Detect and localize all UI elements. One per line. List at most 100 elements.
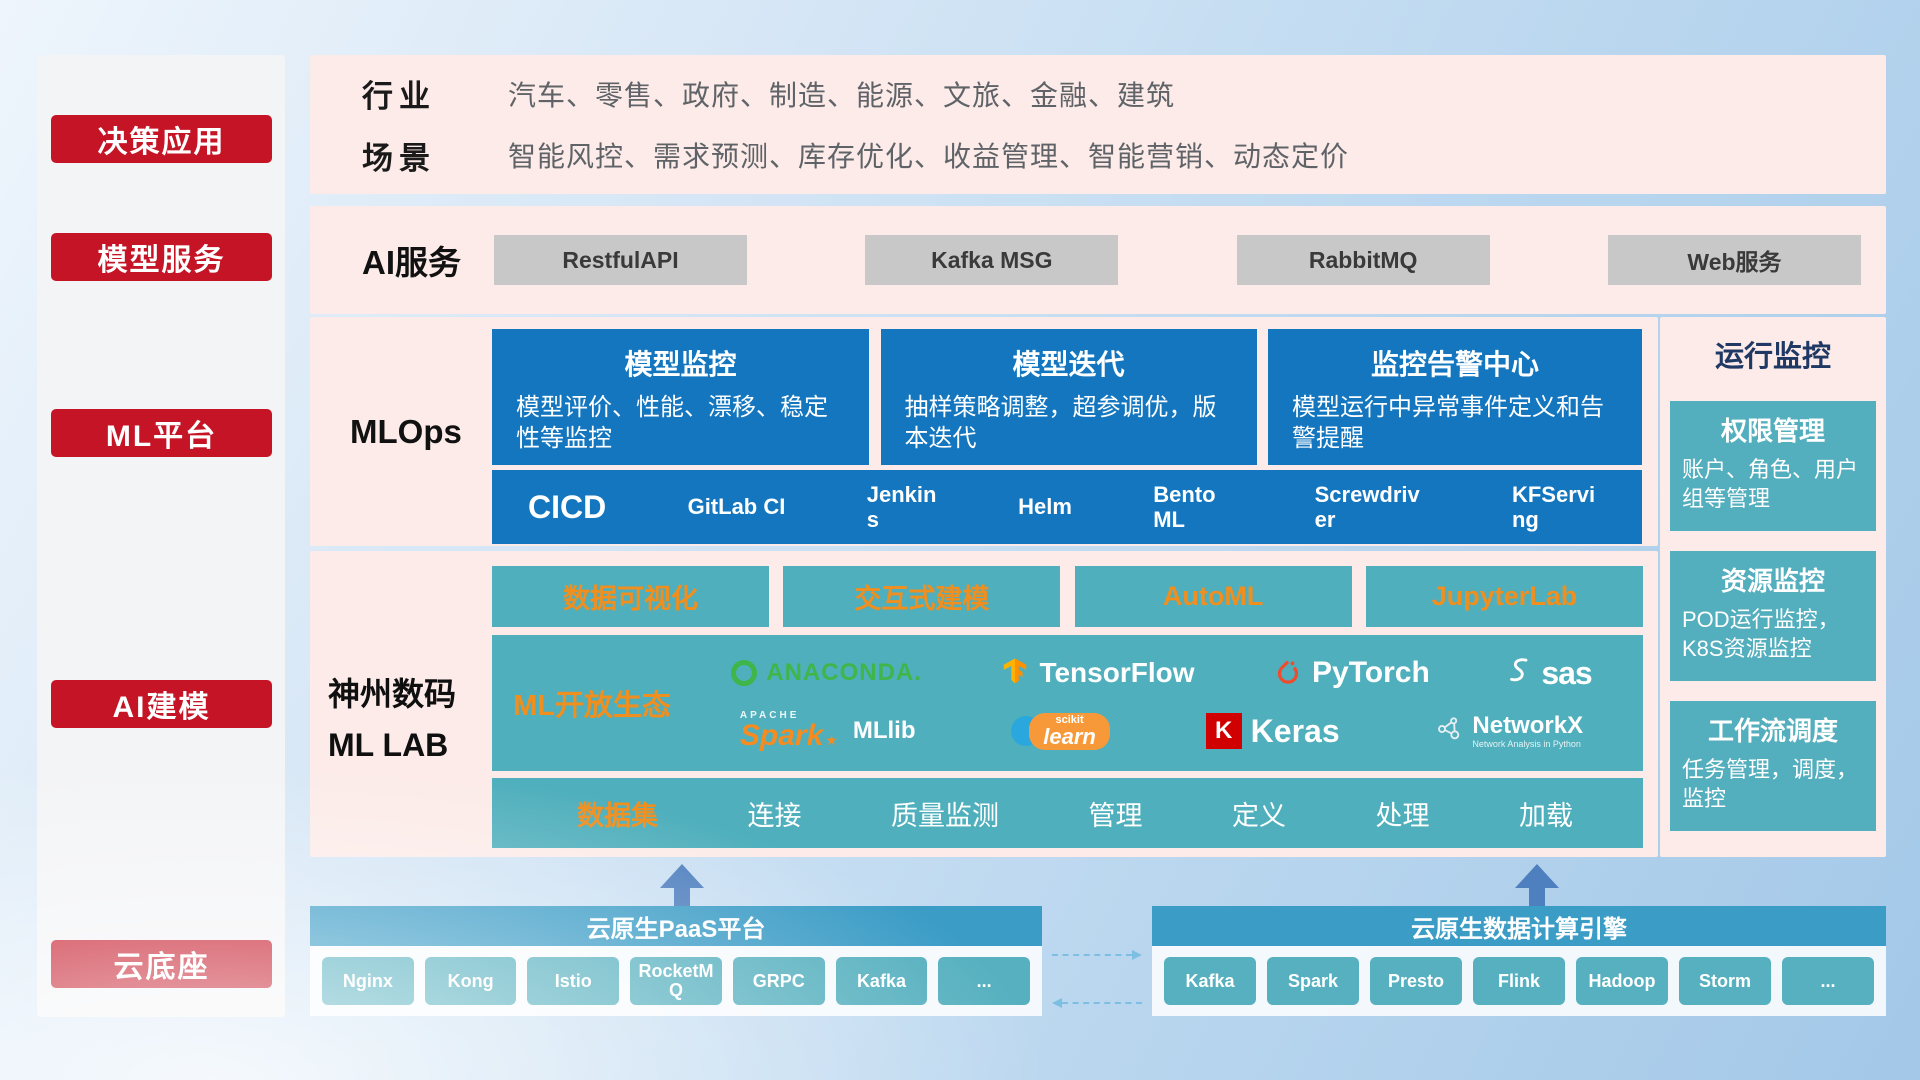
scikit-learn-logo: scikit learn	[1011, 712, 1110, 750]
card-resource-monitor: 资源监控 POD运行监控，K8S资源监控	[1670, 551, 1876, 681]
cicd-tool-gitlab-ci: GitLab CI	[687, 494, 786, 520]
spark-wordmark: APACHE Spark	[740, 711, 838, 751]
sidebar-item-ml-platform: ML平台	[51, 409, 272, 457]
paas-more: ...	[938, 957, 1031, 1005]
card-model-monitoring: 模型监控 模型评价、性能、漂移、稳定性等监控	[492, 329, 869, 465]
mlops-panel: MLOps 模型监控 模型评价、性能、漂移、稳定性等监控 模型迭代 抽样策略调整…	[310, 317, 1658, 546]
spark-mllib-logo: APACHE Spark MLlib	[740, 711, 916, 751]
cicd-bar: CICD GitLab CI Jenkins Helm BentoML Scre…	[492, 470, 1642, 544]
anaconda-icon	[731, 660, 758, 687]
keras-logo: K Keras	[1205, 712, 1340, 750]
card-title: 监控告警中心	[1370, 349, 1539, 380]
mlops-cards: 模型监控 模型评价、性能、漂移、稳定性等监控 模型迭代 抽样策略调整，超参调优，…	[492, 329, 1642, 465]
industry-row: 行业 汽车、零售、政府、制造、能源、文旅、金融、建筑	[310, 71, 1886, 116]
scene-list: 智能风控、需求预测、库存优化、收益管理、智能营销、动态定价	[508, 141, 1350, 173]
card-title: 权限管理	[1720, 416, 1825, 446]
networkx-logo: NetworkX Network Analysis in Python	[1435, 712, 1584, 749]
service-restfulapi: RestfulAPI	[494, 235, 747, 285]
ai-service-panel: AI服务 RestfulAPI Kafka MSG RabbitMQ Web服务	[310, 206, 1886, 314]
card-title: 资源监控	[1720, 566, 1825, 596]
ml-open-ecosystem-label: ML开放生态	[513, 690, 671, 722]
sidebar-item-cloud-base: 云底座	[51, 940, 272, 988]
paas-grpc: GRPC	[732, 957, 825, 1005]
service-web: Web服务	[1607, 235, 1861, 285]
engine-hadoop: Hadoop	[1576, 957, 1668, 1005]
cicd-tool-jenkins: Jenkins	[866, 481, 937, 532]
dashed-arrow-left	[1052, 998, 1142, 1008]
service-rabbitmq: RabbitMQ	[1236, 235, 1490, 285]
dataset-step-manage: 管理	[1088, 800, 1143, 831]
sidebar-item-decision-app: 决策应用	[51, 115, 272, 163]
card-desc: 模型评价、性能、漂移、稳定性等监控	[516, 394, 828, 453]
cloud-paas-title: 云原生PaaS平台	[310, 906, 1042, 946]
up-arrow-left	[660, 864, 704, 906]
engine-kafka: Kafka	[1164, 957, 1256, 1005]
paas-kong: Kong	[424, 957, 517, 1005]
dataset-pipeline-bar: 数据集 连接 质量监测 管理 定义 处理 加载	[492, 778, 1643, 848]
apache-tag: APACHE	[739, 710, 800, 722]
ml-lab-panel: 神州数码 ML LAB 数据可视化 交互式建模 AutoML JupyterLa…	[310, 551, 1658, 857]
card-title: 工作流调度	[1707, 716, 1838, 746]
ml-lab-label: 神州数码 ML LAB	[328, 669, 504, 771]
anaconda-wordmark: ANACONDA.	[766, 659, 922, 687]
dataset-step-process: 处理	[1375, 800, 1430, 831]
sas-icon	[1508, 656, 1532, 691]
ai-service-label: AI服务	[362, 244, 461, 281]
dashed-arrow-right	[1052, 950, 1142, 960]
anaconda-logo: ANACONDA.	[731, 659, 922, 687]
ml-lab-label-line1: 神州数码	[328, 676, 457, 712]
dataset-step-load: 加载	[1519, 800, 1573, 831]
industry-label: 行业	[362, 79, 436, 115]
ecosystem-logo-row-1: ANACONDA. TensorFlow PyTorch sas	[692, 655, 1631, 692]
sas-logo: sas	[1508, 655, 1593, 692]
runtime-monitor-panel: 运行监控 权限管理 账户、角色、用户组等管理 资源监控 POD运行监控，K8S资…	[1660, 317, 1886, 857]
keras-icon: K	[1205, 713, 1242, 750]
spark-star-icon	[823, 721, 838, 751]
dataset-step-define: 定义	[1232, 800, 1286, 831]
learn-wordmark: learn	[1043, 723, 1096, 749]
mllib-wordmark: MLlib	[852, 717, 916, 745]
networkx-icon	[1435, 715, 1463, 748]
dataset-step-quality: 质量监测	[891, 800, 999, 831]
paas-istio: Istio	[527, 957, 620, 1005]
runtime-monitor-title: 运行监控	[1714, 341, 1831, 373]
tool-interactive-modeling: 交互式建模	[783, 566, 1061, 627]
card-title: 模型监控	[624, 349, 737, 380]
sidebar-item-ai-modeling: AI建模	[51, 680, 272, 728]
card-workflow-scheduler: 工作流调度 任务管理，调度，监控	[1670, 701, 1876, 831]
industry-list: 汽车、零售、政府、制造、能源、文旅、金融、建筑	[508, 79, 1176, 111]
dataset-label: 数据集	[577, 800, 658, 831]
card-desc: POD运行监控，K8S资源监控	[1682, 607, 1840, 661]
cicd-label: CICD	[528, 488, 607, 525]
engine-more: ...	[1782, 957, 1874, 1005]
pytorch-icon	[1273, 656, 1303, 691]
cicd-tool-screwdriver: Screwdriver	[1314, 481, 1420, 532]
card-alert-center: 监控告警中心 模型运行中异常事件定义和告警提醒	[1268, 329, 1642, 465]
card-desc: 账户、角色、用户组等管理	[1682, 457, 1859, 511]
cloud-data-engine-items: Kafka Spark Presto Flink Hadoop Storm ..…	[1152, 946, 1886, 1016]
tensorflow-icon	[1000, 656, 1030, 691]
ai-service-list: RestfulAPI Kafka MSG RabbitMQ Web服务	[494, 235, 1861, 285]
tool-data-visualization: 数据可视化	[492, 566, 769, 627]
card-desc: 任务管理，调度，监控	[1682, 757, 1859, 811]
left-category-rail: 决策应用 模型服务 ML平台 AI建模 云底座	[37, 55, 285, 1017]
cloud-data-engine-title: 云原生数据计算引擎	[1152, 906, 1886, 946]
ecosystem-logo-row-2: APACHE Spark MLlib scikit learn	[692, 711, 1631, 751]
engine-storm: Storm	[1679, 957, 1771, 1005]
ml-lab-label-line2: ML LAB	[328, 727, 449, 764]
cloud-paas-items: Nginx Kong Istio RocketMQ GRPC Kafka ...	[310, 946, 1042, 1016]
cicd-tool-bentoml: BentoML	[1153, 481, 1216, 532]
card-model-iteration: 模型迭代 抽样策略调整，超参调优，版本迭代	[880, 329, 1257, 465]
ecosystem-logos: ANACONDA. TensorFlow PyTorch sas	[692, 635, 1643, 771]
cloud-data-engine-block: 云原生数据计算引擎 Kafka Spark Presto Flink Hadoo…	[1152, 906, 1886, 1016]
keras-wordmark: Keras	[1250, 712, 1340, 749]
cloud-paas-block: 云原生PaaS平台 Nginx Kong Istio RocketMQ GRPC…	[310, 906, 1042, 1016]
scikit-tag: scikit	[1055, 713, 1084, 726]
cicd-tool-kfserving: KFServing	[1511, 481, 1596, 532]
tensorflow-wordmark: TensorFlow	[1039, 657, 1195, 689]
networkx-subtitle: Network Analysis in Python	[1472, 738, 1581, 749]
engine-spark: Spark	[1267, 957, 1359, 1005]
networkx-wordmark: NetworkX	[1472, 712, 1584, 740]
cicd-tool-helm: Helm	[1018, 494, 1072, 520]
